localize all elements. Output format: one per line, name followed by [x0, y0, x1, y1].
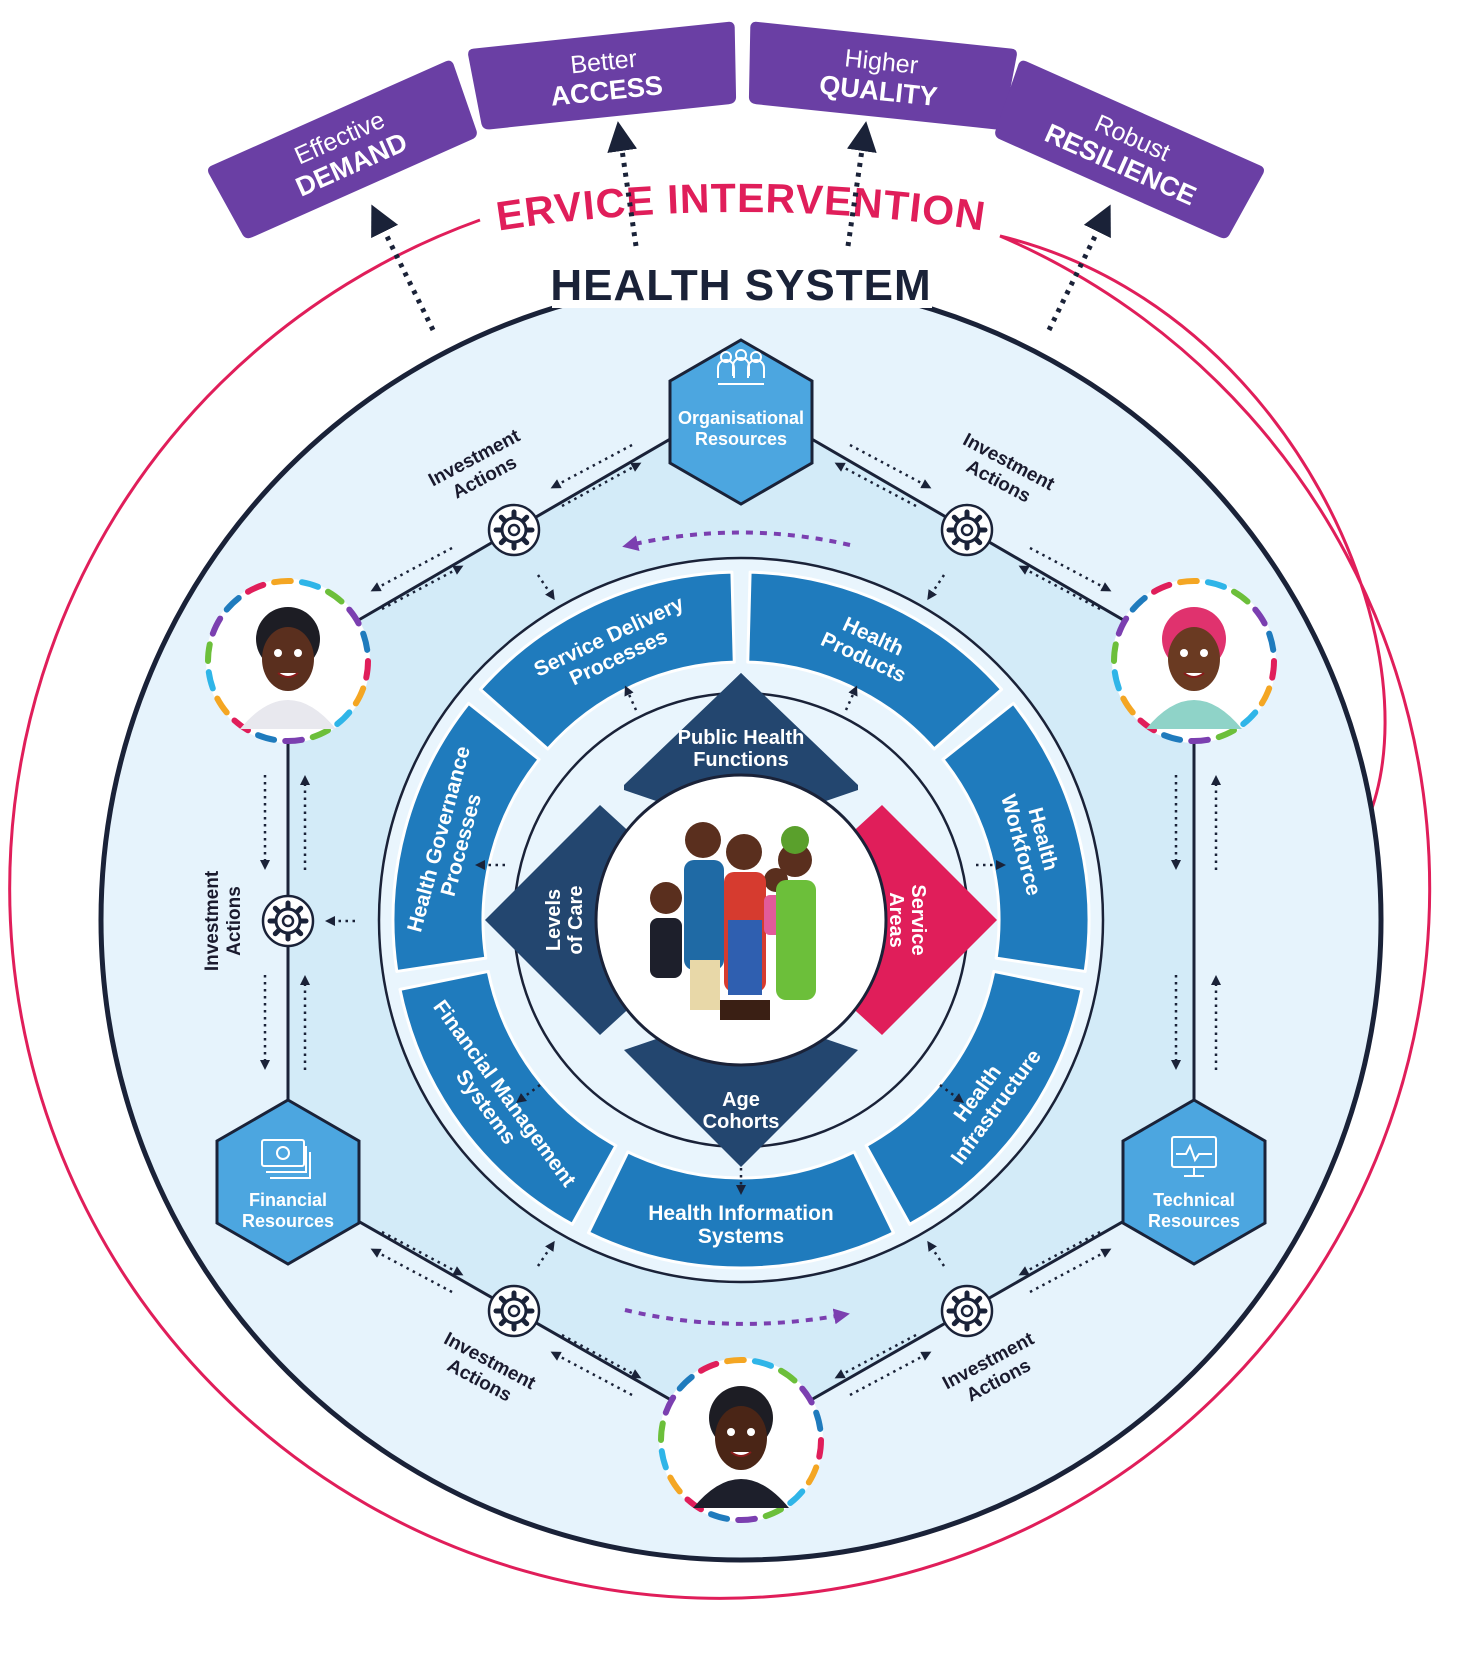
monitor-icon: [1171, 1136, 1217, 1177]
connector-arrow: [561, 1333, 642, 1379]
outcome-better-access-light: Better: [569, 45, 638, 80]
people-icon: [717, 349, 765, 385]
service-areas-label-1: Service: [907, 884, 929, 955]
cash-icon: [261, 1139, 311, 1179]
connector-arrow: [1029, 546, 1112, 592]
svg-text:Age: Age: [722, 1089, 760, 1111]
svg-text:of Care: of Care: [565, 886, 587, 955]
connector-arrow: [550, 443, 633, 489]
technical-label-2: Resources: [1148, 1211, 1240, 1231]
connector-arrow: [536, 574, 555, 601]
family-illustration: [594, 773, 888, 1067]
health-information-segment-label-1: Health Information: [648, 1202, 834, 1225]
technical-resources-hex[interactable]: Technical Resources: [1121, 1098, 1267, 1266]
outcome-arrow-resilience: [1046, 204, 1111, 332]
svg-text:Public Health: Public Health: [678, 727, 805, 749]
levels-of-care-label-1: Levels: [543, 889, 565, 951]
connector-arrow: [1018, 565, 1101, 611]
health-system-title: HEALTH SYSTEM: [550, 261, 931, 310]
svg-text:Actions: Actions: [224, 886, 245, 956]
outcome-arrow-demand: [371, 204, 436, 332]
connector-arrow: [834, 1333, 917, 1379]
levels-of-care-label-2: of Care: [565, 886, 587, 955]
connector-arrow: [370, 546, 453, 592]
connector-arrow: [561, 462, 642, 508]
svg-text:Service: Service: [907, 884, 929, 955]
public-health-label-2: Functions: [693, 749, 789, 771]
financial-resources-hex[interactable]: Financial Resources: [215, 1098, 361, 1266]
public-health-label-1: Public Health: [678, 727, 805, 749]
connector-arrow: [927, 1240, 946, 1267]
gear-icon-bottom-left: [487, 1284, 541, 1338]
organisational-label-1: Organisational: [678, 408, 804, 428]
service-areas-label-2: Areas: [885, 892, 907, 948]
health-information-segment-label-2: Systems: [698, 1225, 784, 1248]
svg-text:Functions: Functions: [693, 749, 789, 771]
connector-arrow: [834, 462, 917, 508]
connector-arrow: [849, 1351, 932, 1397]
outcome-arrow-access: [607, 121, 639, 247]
connector-arrow: [927, 574, 946, 601]
financial-label-1: Financial: [249, 1190, 327, 1210]
svg-text:Cohorts: Cohorts: [703, 1111, 780, 1133]
gear-icon-left: [261, 894, 315, 948]
gear-icon-top-right: [940, 503, 994, 557]
age-cohorts-label-2: Cohorts: [703, 1111, 780, 1133]
health-worker-avatar-left: [205, 578, 371, 744]
svg-text:Areas: Areas: [885, 892, 907, 948]
connector-arrow: [1029, 1248, 1112, 1294]
connector-arrow: [849, 443, 932, 489]
financial-label-2: Resources: [242, 1211, 334, 1231]
technical-label-1: Technical: [1153, 1190, 1235, 1210]
organisational-resources-hex[interactable]: Organisational Resources: [668, 338, 814, 506]
official-avatar-bottom: [658, 1357, 824, 1523]
svg-text:Levels: Levels: [543, 889, 565, 951]
connector-arrow: [550, 1351, 633, 1397]
connector-arrow: [381, 1230, 464, 1276]
organisational-label-2: Resources: [695, 429, 787, 449]
connector-arrow: [381, 565, 464, 611]
connector-arrow: [1018, 1230, 1101, 1276]
nurse-avatar-right: [1111, 578, 1277, 744]
gear-icon-bottom-right: [940, 1284, 994, 1338]
svg-text:Investment: Investment: [202, 870, 223, 971]
connector-arrow: [370, 1248, 453, 1294]
gear-icon-top-left: [487, 503, 541, 557]
age-cohorts-label-1: Age: [722, 1089, 760, 1111]
outcome-arrow-quality: [845, 121, 877, 247]
connector-arrow: [536, 1240, 555, 1267]
service-interventions-arc: [8, 218, 1432, 1600]
